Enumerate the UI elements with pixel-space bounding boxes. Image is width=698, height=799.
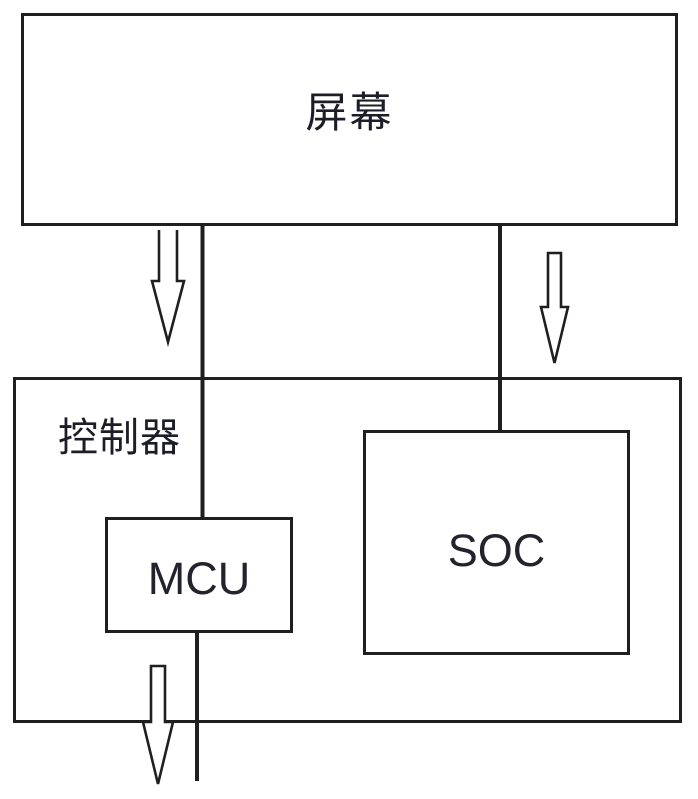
soc-box: SOC <box>363 430 630 655</box>
controller-label: 控制器 <box>58 416 181 460</box>
screen-box: 屏幕 <box>21 13 678 226</box>
mcu-box: MCU <box>105 517 293 633</box>
screen-label: 屏幕 <box>305 88 394 136</box>
mcu-label: MCU <box>147 552 251 604</box>
soc-label: SOC <box>447 525 546 576</box>
screen-to-controller-arrow-left-icon <box>150 230 186 348</box>
screen-to-controller-arrow-right-icon <box>539 251 570 364</box>
